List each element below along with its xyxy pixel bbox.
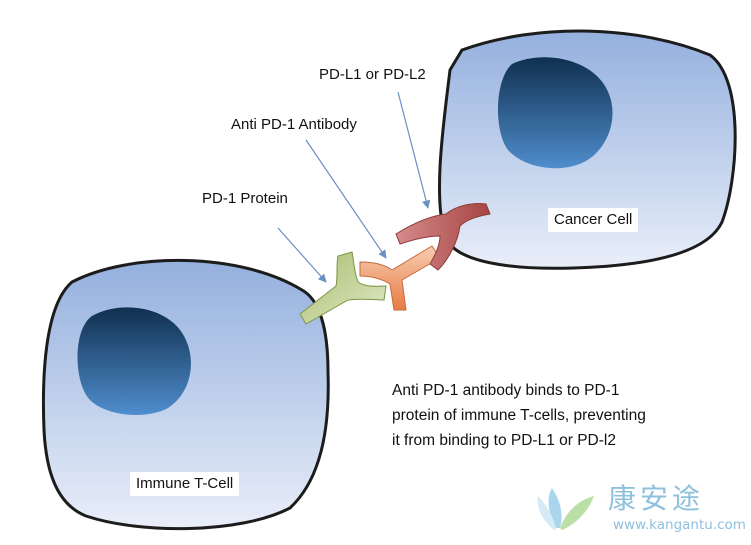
caption-line: protein of immune T-cells, preventing [392, 407, 646, 424]
label-pd1-protein: PD-1 Protein [202, 190, 288, 207]
cancer-cell-nucleus [497, 57, 613, 169]
arrow-pd-l1 [397, 91, 431, 209]
antibody-shape [359, 245, 441, 311]
caption-line: it from binding to PD-L1 or PD-l2 [392, 432, 616, 449]
caption-text: Anti PD-1 antibody binds to PD-1 protein… [392, 378, 722, 453]
caption-line: Anti PD-1 antibody binds to PD-1 [392, 382, 620, 399]
label-immune-t-cell: Immune T-Cell [130, 472, 240, 496]
pd1-protein-shape [299, 251, 387, 325]
arrow-pd1 [277, 227, 327, 283]
pd-l1-ligand-shape [395, 203, 491, 271]
watermark-url: www.kangantu.com [613, 517, 746, 533]
immune-cell-nucleus [77, 307, 191, 415]
label-cancer-cell: Cancer Cell [548, 208, 639, 232]
label-pd-l1-or-pd-l2: PD-L1 or PD-L2 [319, 66, 426, 83]
label-anti-pd1-antibody: Anti PD-1 Antibody [231, 116, 357, 133]
watermark-chinese: 康安途 [608, 482, 705, 515]
arrow-antibody [305, 139, 387, 259]
watermark-logo-icon [537, 488, 594, 530]
